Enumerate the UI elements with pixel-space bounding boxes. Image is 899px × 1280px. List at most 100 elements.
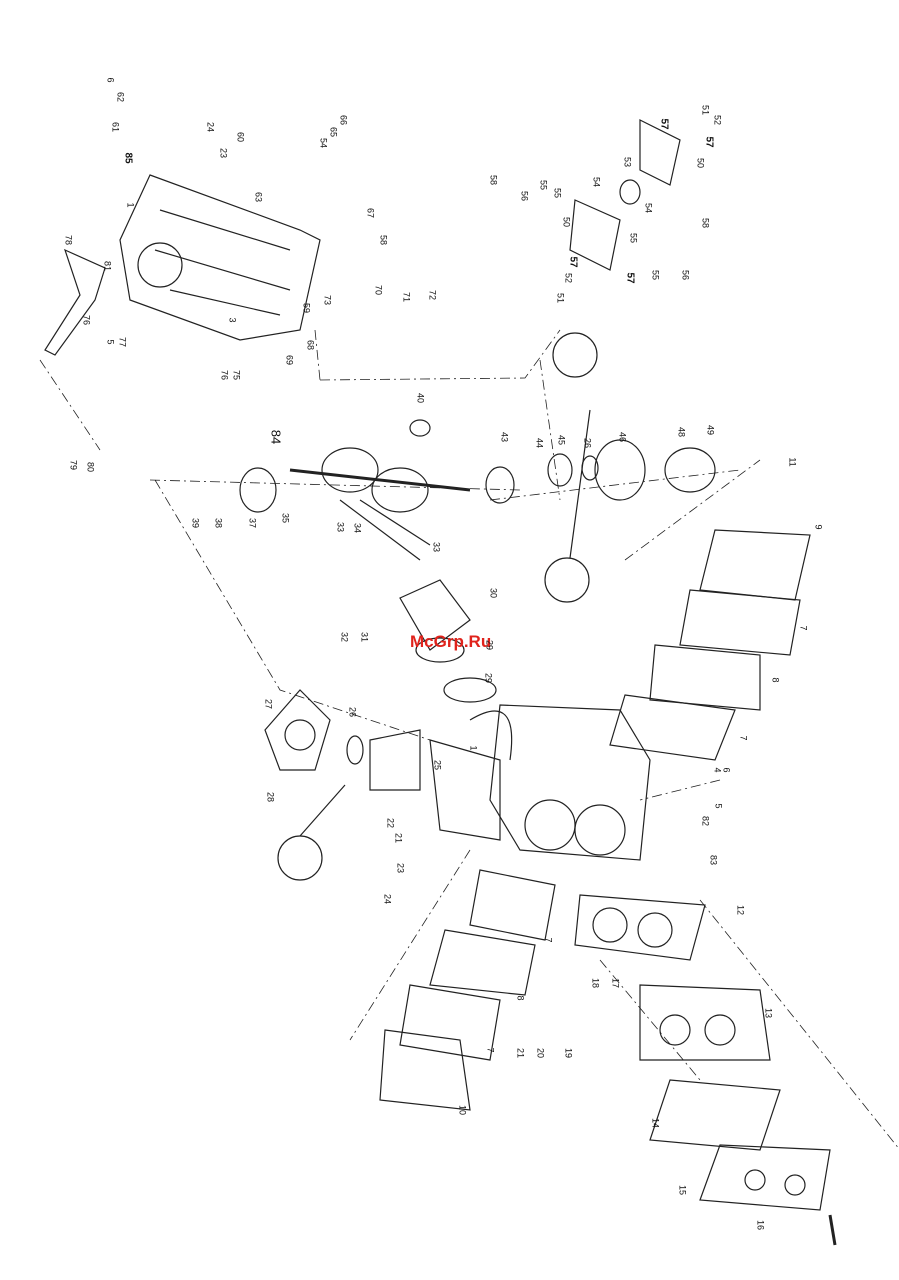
part-label: 60 bbox=[235, 131, 246, 143]
part-label: 53 bbox=[622, 156, 633, 168]
part-label: 68 bbox=[305, 339, 316, 351]
part-label: 9 bbox=[813, 524, 824, 530]
part-label: 73 bbox=[322, 294, 333, 306]
part-label: 3 bbox=[227, 317, 238, 323]
part-label: 45 bbox=[556, 434, 567, 446]
part-label: 7 bbox=[798, 625, 809, 631]
part-label: 31 bbox=[359, 631, 370, 643]
part-label: 61 bbox=[110, 121, 121, 133]
part-label: 55 bbox=[538, 179, 549, 191]
part-label: 55 bbox=[552, 187, 563, 199]
part-label: 4 bbox=[712, 767, 723, 773]
part-label: 57 bbox=[658, 118, 670, 130]
part-label: 56 bbox=[519, 190, 530, 202]
part-label: 83 bbox=[708, 854, 719, 866]
head-cover bbox=[649, 1079, 837, 1246]
part-label: 39 bbox=[190, 517, 201, 529]
part-label: 62 bbox=[115, 91, 126, 103]
part-label: 16 bbox=[755, 1219, 766, 1231]
part-label: 56 bbox=[680, 269, 691, 281]
part-label: 58 bbox=[488, 174, 499, 186]
part-label: 67 bbox=[365, 207, 376, 219]
part-label: 14 bbox=[650, 1117, 661, 1129]
part-label: 15 bbox=[677, 1184, 688, 1196]
part-label: 55 bbox=[650, 269, 661, 281]
part-label: 55 bbox=[628, 232, 639, 244]
part-label: 50 bbox=[561, 216, 572, 228]
part-label: 59 bbox=[301, 302, 312, 314]
part-label: 11 bbox=[787, 457, 798, 467]
part-label: 54 bbox=[643, 202, 654, 214]
reed-plates-right bbox=[609, 529, 811, 761]
part-label: 69 bbox=[284, 354, 295, 366]
part-label: 25 bbox=[432, 759, 443, 771]
part-label: 80 bbox=[85, 461, 96, 473]
part-label: 19 bbox=[563, 1047, 574, 1059]
part-label: 71 bbox=[401, 291, 412, 303]
part-label: 37 bbox=[247, 517, 258, 529]
part-label: 58 bbox=[700, 217, 711, 229]
bracket bbox=[44, 248, 106, 356]
part-label: 70 bbox=[373, 284, 384, 296]
part-label: 52 bbox=[712, 114, 723, 126]
part-label: 57 bbox=[703, 136, 715, 148]
part-label: 32 bbox=[339, 631, 350, 643]
part-label: 24 bbox=[382, 893, 393, 905]
part-label: 18 bbox=[590, 977, 601, 989]
part-label: 24 bbox=[205, 121, 216, 133]
part-label: 33 bbox=[431, 541, 442, 553]
part-label: 54 bbox=[591, 176, 602, 188]
part-label: 29 bbox=[483, 672, 494, 684]
piston bbox=[399, 579, 497, 703]
part-label: 76 bbox=[219, 369, 230, 381]
part-label: 76 bbox=[81, 314, 92, 326]
lever-group bbox=[569, 119, 681, 271]
part-label: 7 bbox=[485, 1047, 496, 1053]
part-label: 65 bbox=[328, 126, 339, 138]
part-label: 57 bbox=[567, 256, 579, 268]
part-label: 7 bbox=[738, 735, 749, 741]
part-label: 85 bbox=[122, 152, 134, 164]
watermark: McGrp.Ru bbox=[410, 632, 492, 651]
assembly-lines bbox=[39, 329, 899, 1150]
part-label: 78 bbox=[63, 234, 74, 246]
part-label: 58 bbox=[378, 234, 389, 246]
part-label: 21 bbox=[393, 832, 404, 844]
part-label: 13 bbox=[763, 1007, 774, 1019]
part-label: 6 bbox=[721, 767, 732, 773]
part-label: 66 bbox=[338, 114, 349, 126]
part-label: 7 bbox=[543, 937, 554, 943]
crankshaft bbox=[239, 419, 515, 561]
part-label: 5 bbox=[713, 803, 724, 809]
crankcase-upper bbox=[119, 174, 321, 341]
part-label: 57 bbox=[624, 272, 636, 284]
part-label: 72 bbox=[427, 289, 438, 301]
part-label: 28 bbox=[265, 791, 276, 803]
part-label: 51 bbox=[555, 292, 566, 304]
head-gasket bbox=[574, 894, 706, 961]
part-label: 40 bbox=[415, 392, 426, 404]
part-label: 77 bbox=[117, 336, 128, 348]
cylinder-head bbox=[639, 984, 771, 1061]
part-label: 1 bbox=[125, 202, 136, 208]
part-label: 22 bbox=[385, 817, 396, 829]
part-label: 5 bbox=[105, 339, 116, 345]
part-label: 6 bbox=[105, 77, 116, 83]
reed-plates-left bbox=[379, 869, 556, 1111]
part-label: 23 bbox=[395, 862, 406, 874]
part-label: 52 bbox=[563, 272, 574, 284]
part-label: 21 bbox=[515, 1047, 526, 1059]
part-label: 33 bbox=[335, 521, 346, 533]
part-label: 27 bbox=[263, 698, 274, 710]
part-label: 12 bbox=[735, 904, 746, 916]
part-label: 50 bbox=[695, 157, 706, 169]
part-label: 43 bbox=[499, 431, 510, 443]
cylinder-block bbox=[429, 704, 651, 861]
part-label: 35 bbox=[280, 512, 291, 524]
part-label: 23 bbox=[218, 147, 229, 159]
part-label: 20 bbox=[535, 1047, 546, 1059]
part-label: 26 bbox=[347, 706, 358, 718]
part-label: 1 bbox=[468, 745, 479, 751]
part-label: 79 bbox=[68, 459, 79, 471]
